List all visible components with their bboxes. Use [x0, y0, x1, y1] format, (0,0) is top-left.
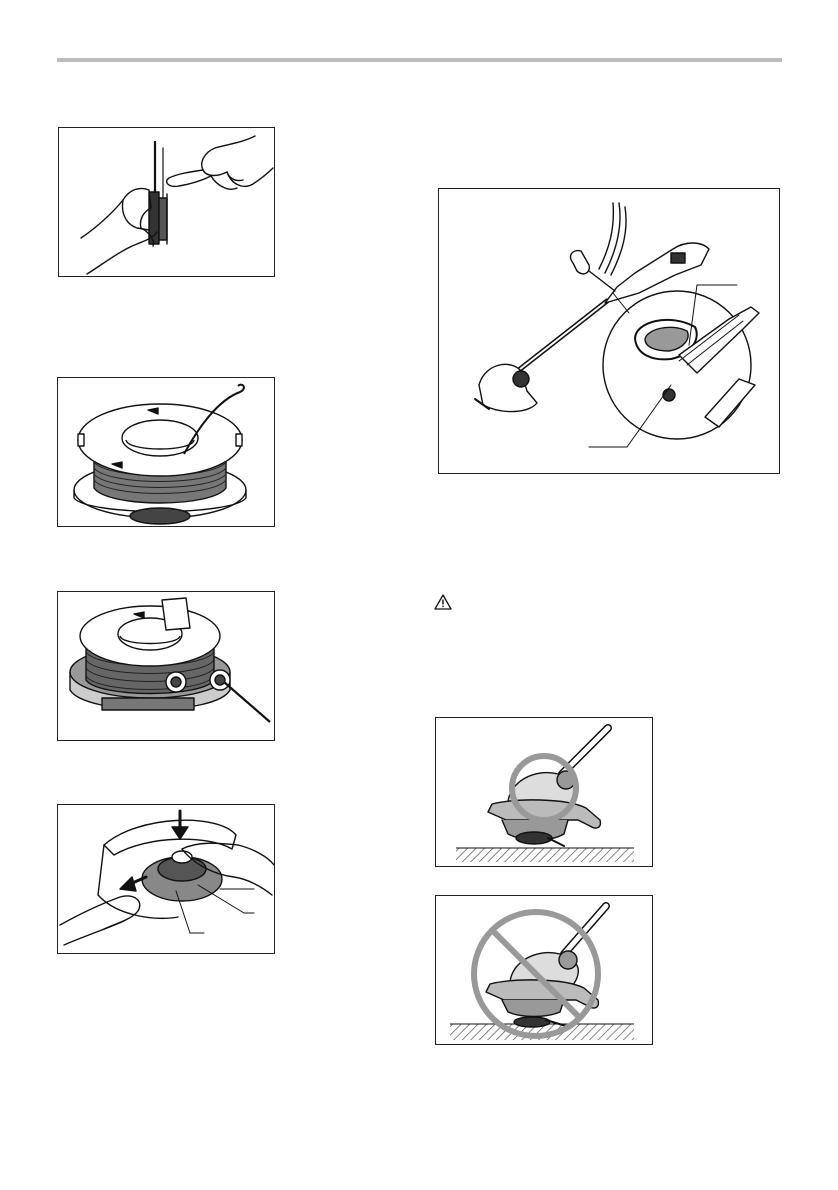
spool-install-illustration	[58, 805, 274, 953]
figure-spool-in-cover	[57, 591, 275, 741]
correct-position-illustration	[436, 718, 652, 866]
figure-wrong-position	[435, 895, 653, 1045]
figure-line-winding	[58, 127, 275, 277]
line-winding-illustration	[59, 128, 274, 276]
figure-spool-wound	[57, 377, 275, 527]
warning-icon	[434, 594, 452, 610]
figure-spool-install	[57, 804, 275, 954]
spool-cover-illustration	[58, 592, 274, 740]
figure-trimmer-overview	[438, 188, 780, 474]
wrong-position-illustration	[436, 896, 652, 1044]
trimmer-illustration	[439, 189, 779, 473]
spool-wound-illustration	[58, 378, 274, 526]
figure-correct-position	[435, 717, 653, 867]
header-rule	[57, 58, 782, 62]
